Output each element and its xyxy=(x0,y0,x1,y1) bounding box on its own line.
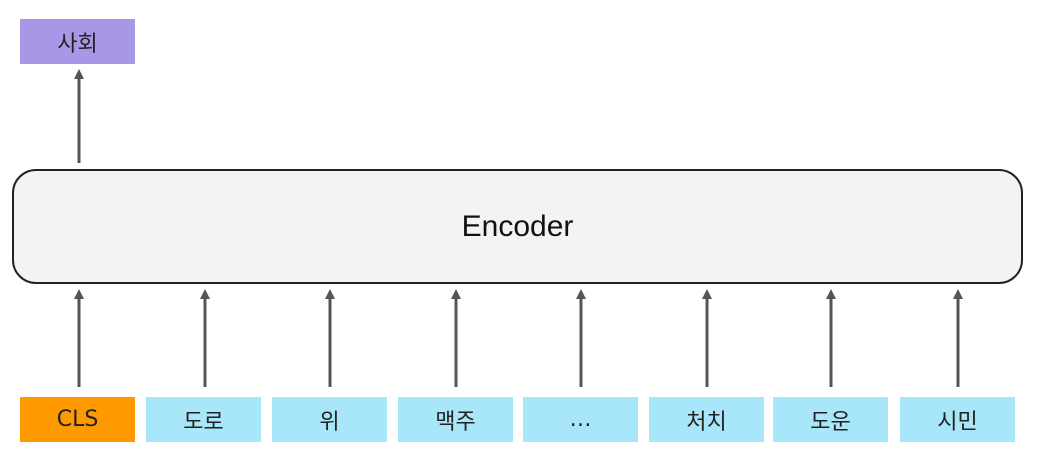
token-box: 도로 xyxy=(146,397,261,442)
token-box: 맥주 xyxy=(398,397,513,442)
token-ellipsis: … xyxy=(523,397,638,442)
encoder-label: Encoder xyxy=(461,209,574,243)
token-cls: CLS xyxy=(20,397,135,442)
output-label-box: 사회 xyxy=(20,19,135,64)
token-box: 도운 xyxy=(773,397,888,442)
token-box: 위 xyxy=(272,397,387,442)
token-box: 처치 xyxy=(649,397,764,442)
encoder-block: Encoder xyxy=(12,169,1023,284)
token-box: 시민 xyxy=(900,397,1015,442)
